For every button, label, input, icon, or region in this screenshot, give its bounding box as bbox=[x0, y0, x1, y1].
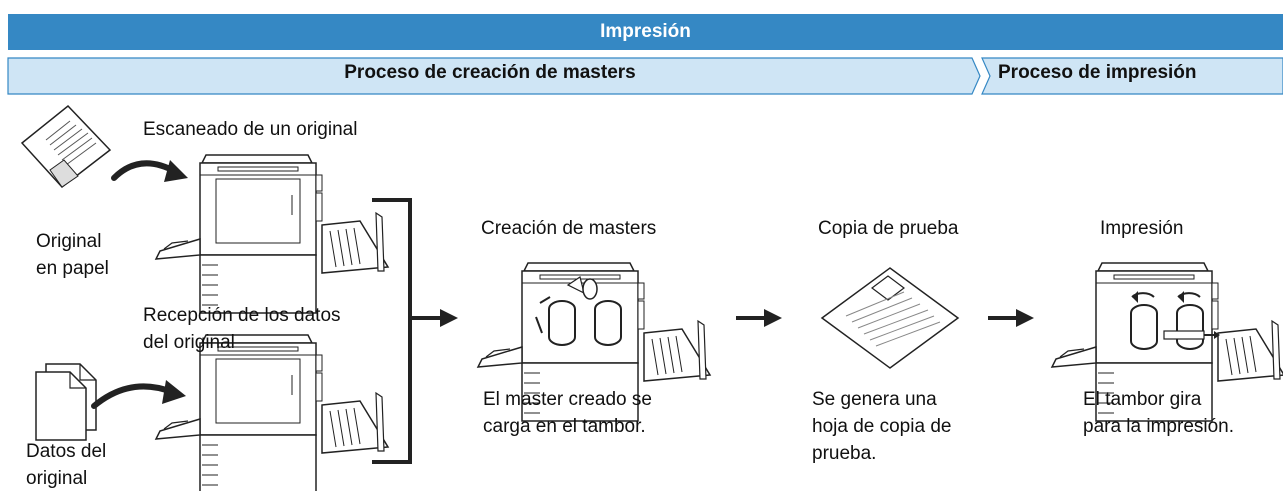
printer-icon-print bbox=[1051, 262, 1283, 422]
step-print-desc-line1: El tambor gira bbox=[1083, 389, 1202, 410]
data-label-line1: Datos del bbox=[26, 441, 107, 462]
proof-copy-sheet-icon bbox=[820, 267, 960, 369]
header-bar: Impresión bbox=[8, 14, 1283, 50]
step-print-desc-line2: para la impresión. bbox=[1083, 416, 1235, 437]
step-proof-desc-line1: Se genera una bbox=[812, 389, 937, 410]
data-title-line2: del original bbox=[143, 332, 235, 353]
printer-icon-master bbox=[477, 262, 711, 422]
step-master-desc-line2: carga en el tambor. bbox=[483, 416, 646, 437]
paper-label-line2: en papel bbox=[36, 258, 109, 279]
curved-arrow-icon-2 bbox=[91, 383, 175, 409]
step-proof-title: Copia de prueba bbox=[818, 218, 959, 239]
data-title-line1: Recepción de los datos bbox=[143, 305, 341, 326]
print-phase-label: Proceso de impresión bbox=[998, 62, 1197, 83]
merge-bracket bbox=[372, 198, 458, 464]
scan-title: Escaneado de un original bbox=[143, 119, 358, 140]
printer-icon-scan bbox=[155, 154, 389, 314]
master-phase-bar bbox=[7, 57, 981, 95]
step-print-title: Impresión bbox=[1100, 218, 1184, 239]
flow-arrow-2 bbox=[988, 309, 1034, 327]
step-master-desc-line1: El master creado se bbox=[483, 389, 652, 410]
print-phase-bar bbox=[981, 57, 1283, 95]
paper-original-icon bbox=[20, 104, 112, 189]
step-master-title: Creación de masters bbox=[481, 218, 657, 239]
master-phase-label: Proceso de creación de masters bbox=[344, 62, 636, 83]
paper-label-line1: Original bbox=[36, 231, 102, 252]
header-title: Impresión bbox=[600, 21, 691, 42]
step-proof-desc-line2: hoja de copia de bbox=[812, 416, 952, 437]
flow-arrow-1 bbox=[736, 309, 782, 327]
data-files-icon bbox=[35, 363, 97, 441]
data-label-line2: original bbox=[26, 468, 88, 489]
printer-icon-data bbox=[155, 334, 389, 491]
step-proof-desc-line3: prueba. bbox=[812, 443, 877, 464]
